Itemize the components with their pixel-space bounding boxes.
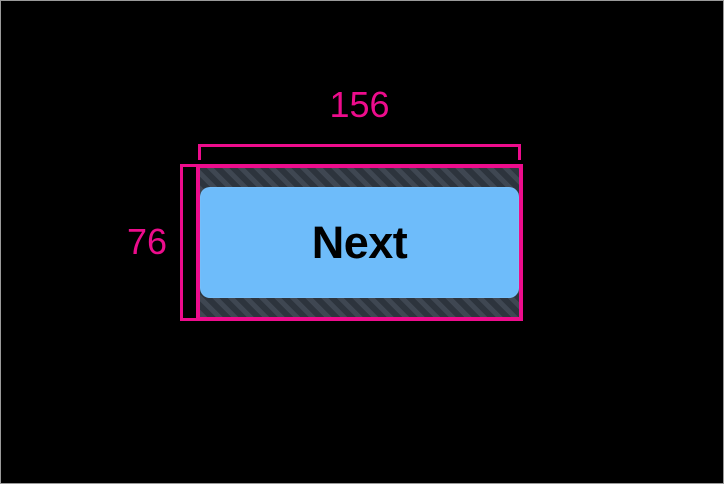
width-measurement-label: 156 [329,84,390,125]
width-caliper-bar [198,144,521,147]
height-caliper-bar [180,164,183,321]
width-caliper [198,144,521,162]
height-caliper [180,164,198,321]
next-button[interactable]: Next [200,187,519,298]
width-caliper-tick-left [198,144,201,160]
height-measurement-label: 76 [126,221,167,262]
next-button-label: Next [311,217,408,268]
height-caliper-tick-top [180,164,196,167]
height-caliper-tick-bottom [180,318,196,321]
width-caliper-tick-right [518,144,521,160]
measured-element-bounding-box: Next [196,164,523,321]
